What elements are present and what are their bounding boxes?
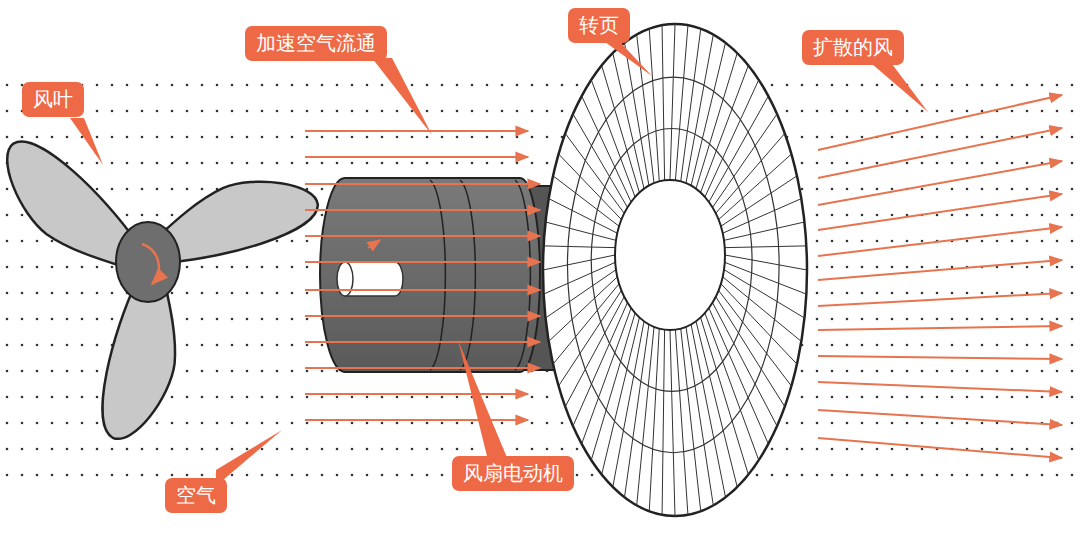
wind-arrow <box>818 194 1062 230</box>
grille-spoke <box>670 24 675 180</box>
airflow-arrow <box>305 261 540 263</box>
airflow-arrow <box>305 341 540 343</box>
airflow-arrow <box>305 419 528 421</box>
grille-spoke <box>721 176 797 226</box>
grille-spoke <box>662 25 665 180</box>
grille-spoke <box>670 330 675 516</box>
grille-center <box>615 180 725 330</box>
wind-arrow <box>818 128 1062 178</box>
airflow-arrow <box>305 156 528 158</box>
grille-spoke <box>725 246 807 248</box>
grille-spoke <box>723 277 802 342</box>
grille-spoke <box>716 297 785 407</box>
grille-spoke <box>701 317 749 474</box>
grille-spoke <box>544 262 616 294</box>
wind-arrow <box>818 356 1062 359</box>
grille-spoke <box>696 321 737 487</box>
grille-spoke <box>713 114 778 207</box>
grille-spoke <box>559 154 622 220</box>
grille-spoke <box>649 29 659 182</box>
callout-label: 空气 <box>176 483 216 508</box>
airflow-arrow <box>305 183 540 185</box>
callout-box: 加速空气流通 <box>245 26 387 61</box>
callout-box: 风叶 <box>22 82 84 117</box>
callout-pointers <box>70 42 928 486</box>
airflow-arrows <box>305 131 540 420</box>
grille-spoke <box>662 330 665 515</box>
grille-spoke <box>591 80 635 197</box>
grille-spoke <box>546 222 617 240</box>
callout-box: 空气 <box>165 478 227 513</box>
wind-arrow <box>818 438 1062 458</box>
fan-hub <box>116 222 180 302</box>
callout-label: 加速空气流通 <box>256 31 376 56</box>
grille-spoke <box>549 199 618 234</box>
grille-spoke <box>637 327 654 506</box>
airflow-arrow <box>305 289 540 291</box>
airflow-arrow <box>305 367 540 369</box>
grille-spoke <box>721 284 797 364</box>
grille-spoke <box>602 317 640 474</box>
grille-spoke <box>675 330 688 515</box>
wind-arrow <box>818 410 1062 425</box>
shaft-arrow <box>368 240 380 248</box>
grille-spoke <box>705 313 759 460</box>
grille-spoke <box>696 53 737 189</box>
airflow-arrow <box>305 393 528 395</box>
grille-spoke <box>713 303 778 426</box>
dot-grid <box>0 70 1080 490</box>
airflow-arrow <box>305 315 540 317</box>
wind-arrow <box>818 227 1062 256</box>
grille-spoke <box>559 290 622 386</box>
grille-ring <box>567 77 779 453</box>
grille-spoke <box>709 308 768 444</box>
grille-spoke <box>719 290 792 386</box>
grille-spoke <box>723 199 802 234</box>
rotation-arrow <box>142 244 159 284</box>
grille-spoke <box>546 270 617 318</box>
grille-spoke <box>573 303 628 426</box>
diffuser-grille <box>543 24 807 516</box>
grille-spoke <box>543 255 615 270</box>
grille-spoke <box>582 96 631 202</box>
airflow-arrow <box>305 209 540 211</box>
grille-spoke <box>681 329 701 512</box>
diffused-wind-arrows <box>818 95 1062 458</box>
callout-box: 扩散的风 <box>802 30 904 65</box>
grille-spoke <box>553 284 619 364</box>
callout-label: 风叶 <box>33 87 73 112</box>
wind-arrow <box>818 326 1062 330</box>
grille-spoke <box>624 324 648 497</box>
callout-box: 风扇电动机 <box>452 456 574 491</box>
fan-blades <box>4 125 322 446</box>
airflow-arrow <box>305 235 540 237</box>
grille-spoke <box>724 222 805 240</box>
grille-spoke <box>716 133 785 213</box>
wind-arrow <box>818 382 1062 392</box>
grille-spoke <box>675 25 688 180</box>
airflow-arrow <box>305 130 528 132</box>
grille-spoke <box>582 308 631 444</box>
grille-spoke <box>573 114 628 207</box>
wind-arrow <box>818 95 1062 150</box>
grille-spoke <box>613 53 644 189</box>
callout-label: 风扇电动机 <box>463 461 563 486</box>
wind-arrow <box>818 260 1062 280</box>
callout-label: 转页 <box>579 13 619 38</box>
wind-arrow <box>818 293 1062 306</box>
callout-label: 扩散的风 <box>813 35 893 60</box>
grille-spoke <box>602 65 640 192</box>
callout-box: 转页 <box>568 8 630 43</box>
grille-spoke <box>725 262 807 294</box>
grille-spoke <box>544 246 616 248</box>
